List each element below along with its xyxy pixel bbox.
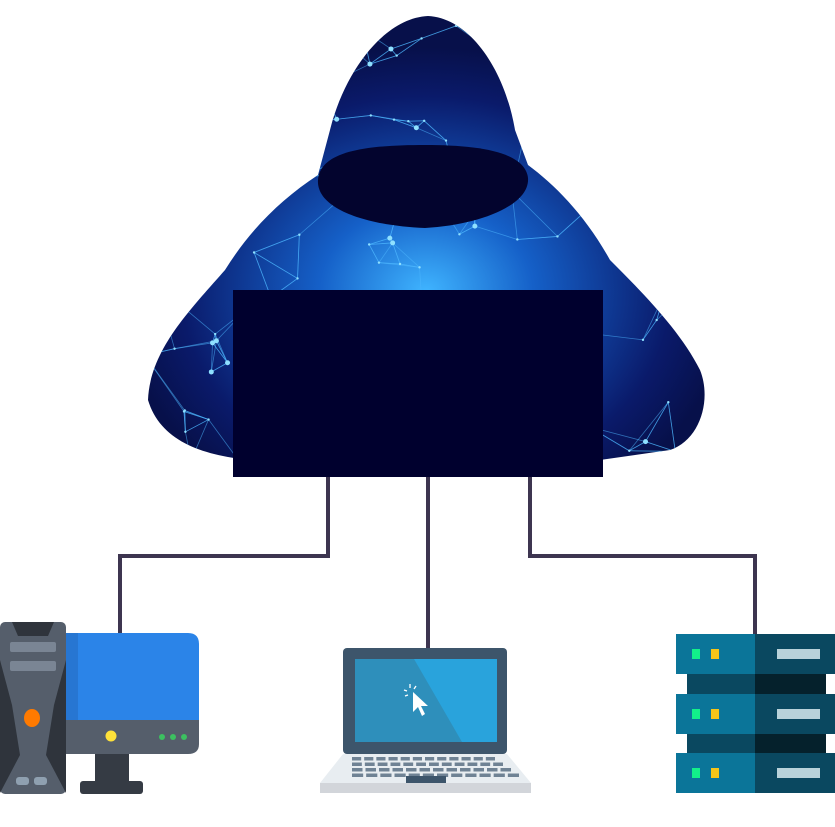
key bbox=[406, 768, 417, 772]
key bbox=[500, 768, 511, 772]
connector-desktop bbox=[118, 477, 330, 634]
hooded-hacker-icon bbox=[148, 16, 705, 477]
key bbox=[352, 773, 364, 777]
laptop-back-panel bbox=[233, 290, 603, 477]
key bbox=[437, 757, 447, 761]
hood-face-opening bbox=[317, 145, 529, 228]
key bbox=[392, 768, 403, 772]
server-unit bbox=[676, 753, 835, 793]
key bbox=[422, 773, 434, 777]
key bbox=[485, 757, 495, 761]
drive-slot bbox=[777, 709, 820, 719]
key bbox=[473, 757, 483, 761]
key bbox=[451, 773, 463, 777]
key bbox=[390, 762, 401, 766]
key bbox=[465, 773, 477, 777]
key bbox=[419, 768, 430, 772]
key bbox=[400, 757, 410, 761]
key bbox=[364, 757, 374, 761]
key bbox=[460, 768, 471, 772]
key bbox=[449, 757, 459, 761]
status-led bbox=[711, 709, 719, 719]
key bbox=[425, 757, 435, 761]
key bbox=[394, 773, 406, 777]
key bbox=[480, 762, 491, 766]
key bbox=[412, 757, 422, 761]
cursor-icon bbox=[413, 692, 428, 716]
laptop-icon bbox=[320, 648, 531, 793]
key bbox=[479, 773, 491, 777]
server-unit bbox=[676, 634, 835, 674]
key bbox=[376, 757, 386, 761]
status-led bbox=[711, 768, 719, 778]
connector-server bbox=[528, 477, 757, 636]
drive-slot bbox=[777, 768, 820, 778]
key bbox=[352, 768, 363, 772]
key bbox=[493, 773, 505, 777]
key bbox=[388, 757, 398, 761]
key bbox=[366, 773, 378, 777]
key bbox=[473, 768, 484, 772]
key bbox=[364, 762, 375, 766]
key bbox=[454, 762, 465, 766]
key bbox=[429, 762, 439, 766]
key bbox=[487, 768, 498, 772]
key bbox=[379, 768, 390, 772]
desktop-computer-icon bbox=[0, 622, 199, 794]
key bbox=[408, 773, 420, 777]
status-led bbox=[711, 649, 719, 659]
key bbox=[403, 762, 414, 766]
server-unit bbox=[676, 694, 835, 734]
status-led bbox=[692, 709, 700, 719]
key bbox=[437, 773, 449, 777]
connector-lines bbox=[118, 477, 757, 650]
key bbox=[380, 773, 392, 777]
key bbox=[416, 762, 426, 766]
key bbox=[461, 757, 471, 761]
key bbox=[433, 768, 444, 772]
key bbox=[377, 762, 388, 766]
key bbox=[446, 768, 457, 772]
drive-slot bbox=[777, 649, 820, 659]
key bbox=[467, 762, 478, 766]
key bbox=[365, 768, 376, 772]
status-led bbox=[692, 768, 700, 778]
key bbox=[441, 762, 452, 766]
status-led bbox=[692, 649, 700, 659]
key bbox=[493, 762, 503, 766]
key bbox=[352, 757, 362, 761]
server-rack-icon bbox=[676, 634, 835, 793]
key bbox=[507, 773, 519, 777]
key bbox=[352, 762, 362, 766]
